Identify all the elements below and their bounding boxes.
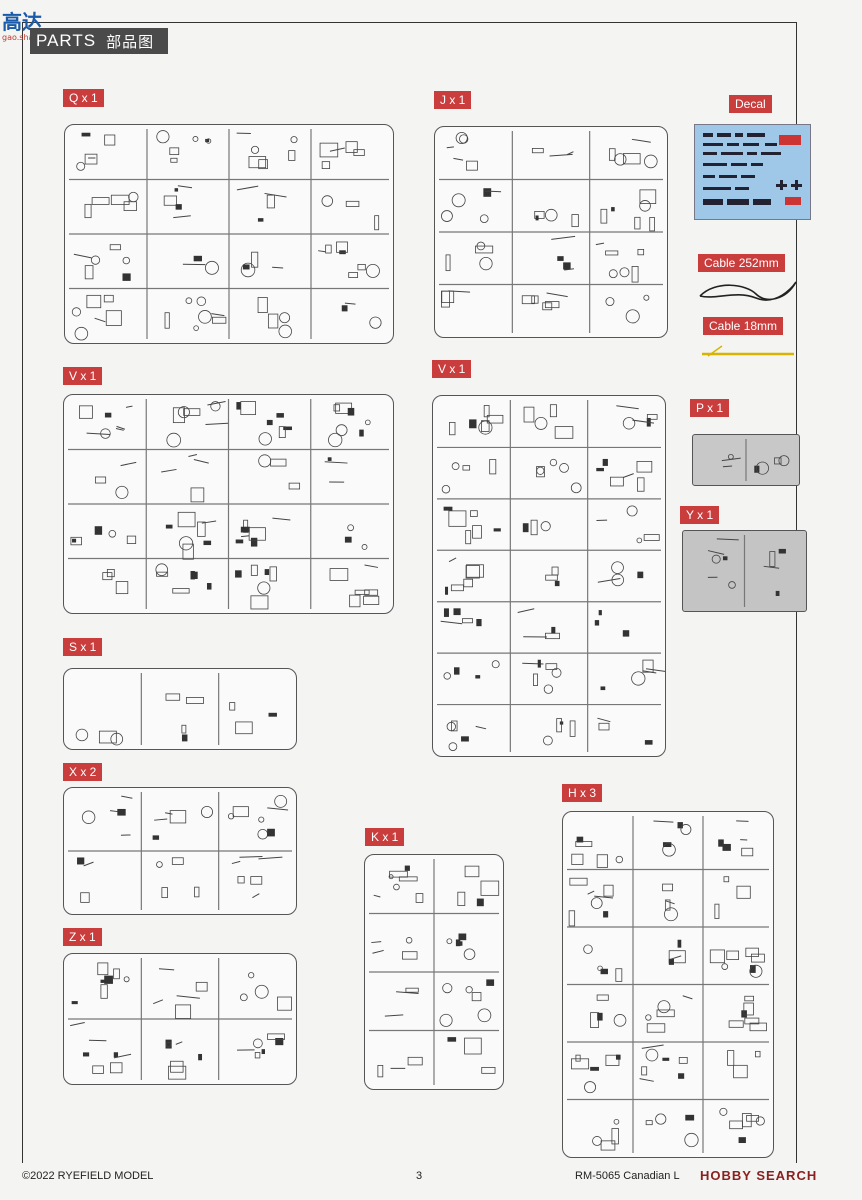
- cable-252mm-label: Cable 252mm: [698, 254, 785, 272]
- sprue-label-k: K x 1: [365, 828, 405, 846]
- footer-page-number: 3: [416, 1170, 423, 1182]
- sprue-label-s: S x 1: [63, 638, 103, 656]
- decal-sheet: [694, 124, 811, 220]
- sprue-x: [63, 787, 297, 915]
- footer-product: RM-5065 Canadian L: [575, 1170, 680, 1182]
- sprue-label-j: J x 1: [434, 91, 472, 109]
- decal-label: Decal: [729, 95, 772, 113]
- sprue-j: [434, 126, 668, 338]
- sprue-z: [63, 953, 297, 1085]
- sprue-label-p: P x 1: [690, 399, 730, 417]
- sprue-v1: [63, 394, 394, 614]
- footer-copyright: ©2022 RYEFIELD MODEL: [22, 1170, 154, 1182]
- cable-252mm-drawing: [699, 281, 797, 301]
- sprue-k: [364, 854, 504, 1090]
- sprue-label-y: Y x 1: [680, 506, 720, 524]
- sprue-label-x: X x 2: [63, 763, 103, 781]
- sprue-label-z: Z x 1: [63, 928, 102, 946]
- cable-18mm-label: Cable 18mm: [703, 317, 784, 335]
- sprue-y-photoetch: [682, 530, 807, 612]
- cable-18mm-drawing: [702, 345, 794, 357]
- sprue-label-v1: V x 1: [63, 367, 103, 385]
- sprue-label-q: Q x 1: [63, 89, 104, 107]
- sprue-q: [64, 124, 394, 344]
- sprue-p-photoetch: [692, 434, 800, 486]
- sprue-label-v2: V x 1: [432, 360, 472, 378]
- sprue-v2: [432, 395, 666, 757]
- sprue-s: [63, 668, 297, 750]
- hobby-search-logo: HOBBY SEARCH: [700, 1168, 818, 1183]
- sprue-label-h: H x 3: [562, 784, 603, 802]
- sprue-h: [562, 811, 774, 1158]
